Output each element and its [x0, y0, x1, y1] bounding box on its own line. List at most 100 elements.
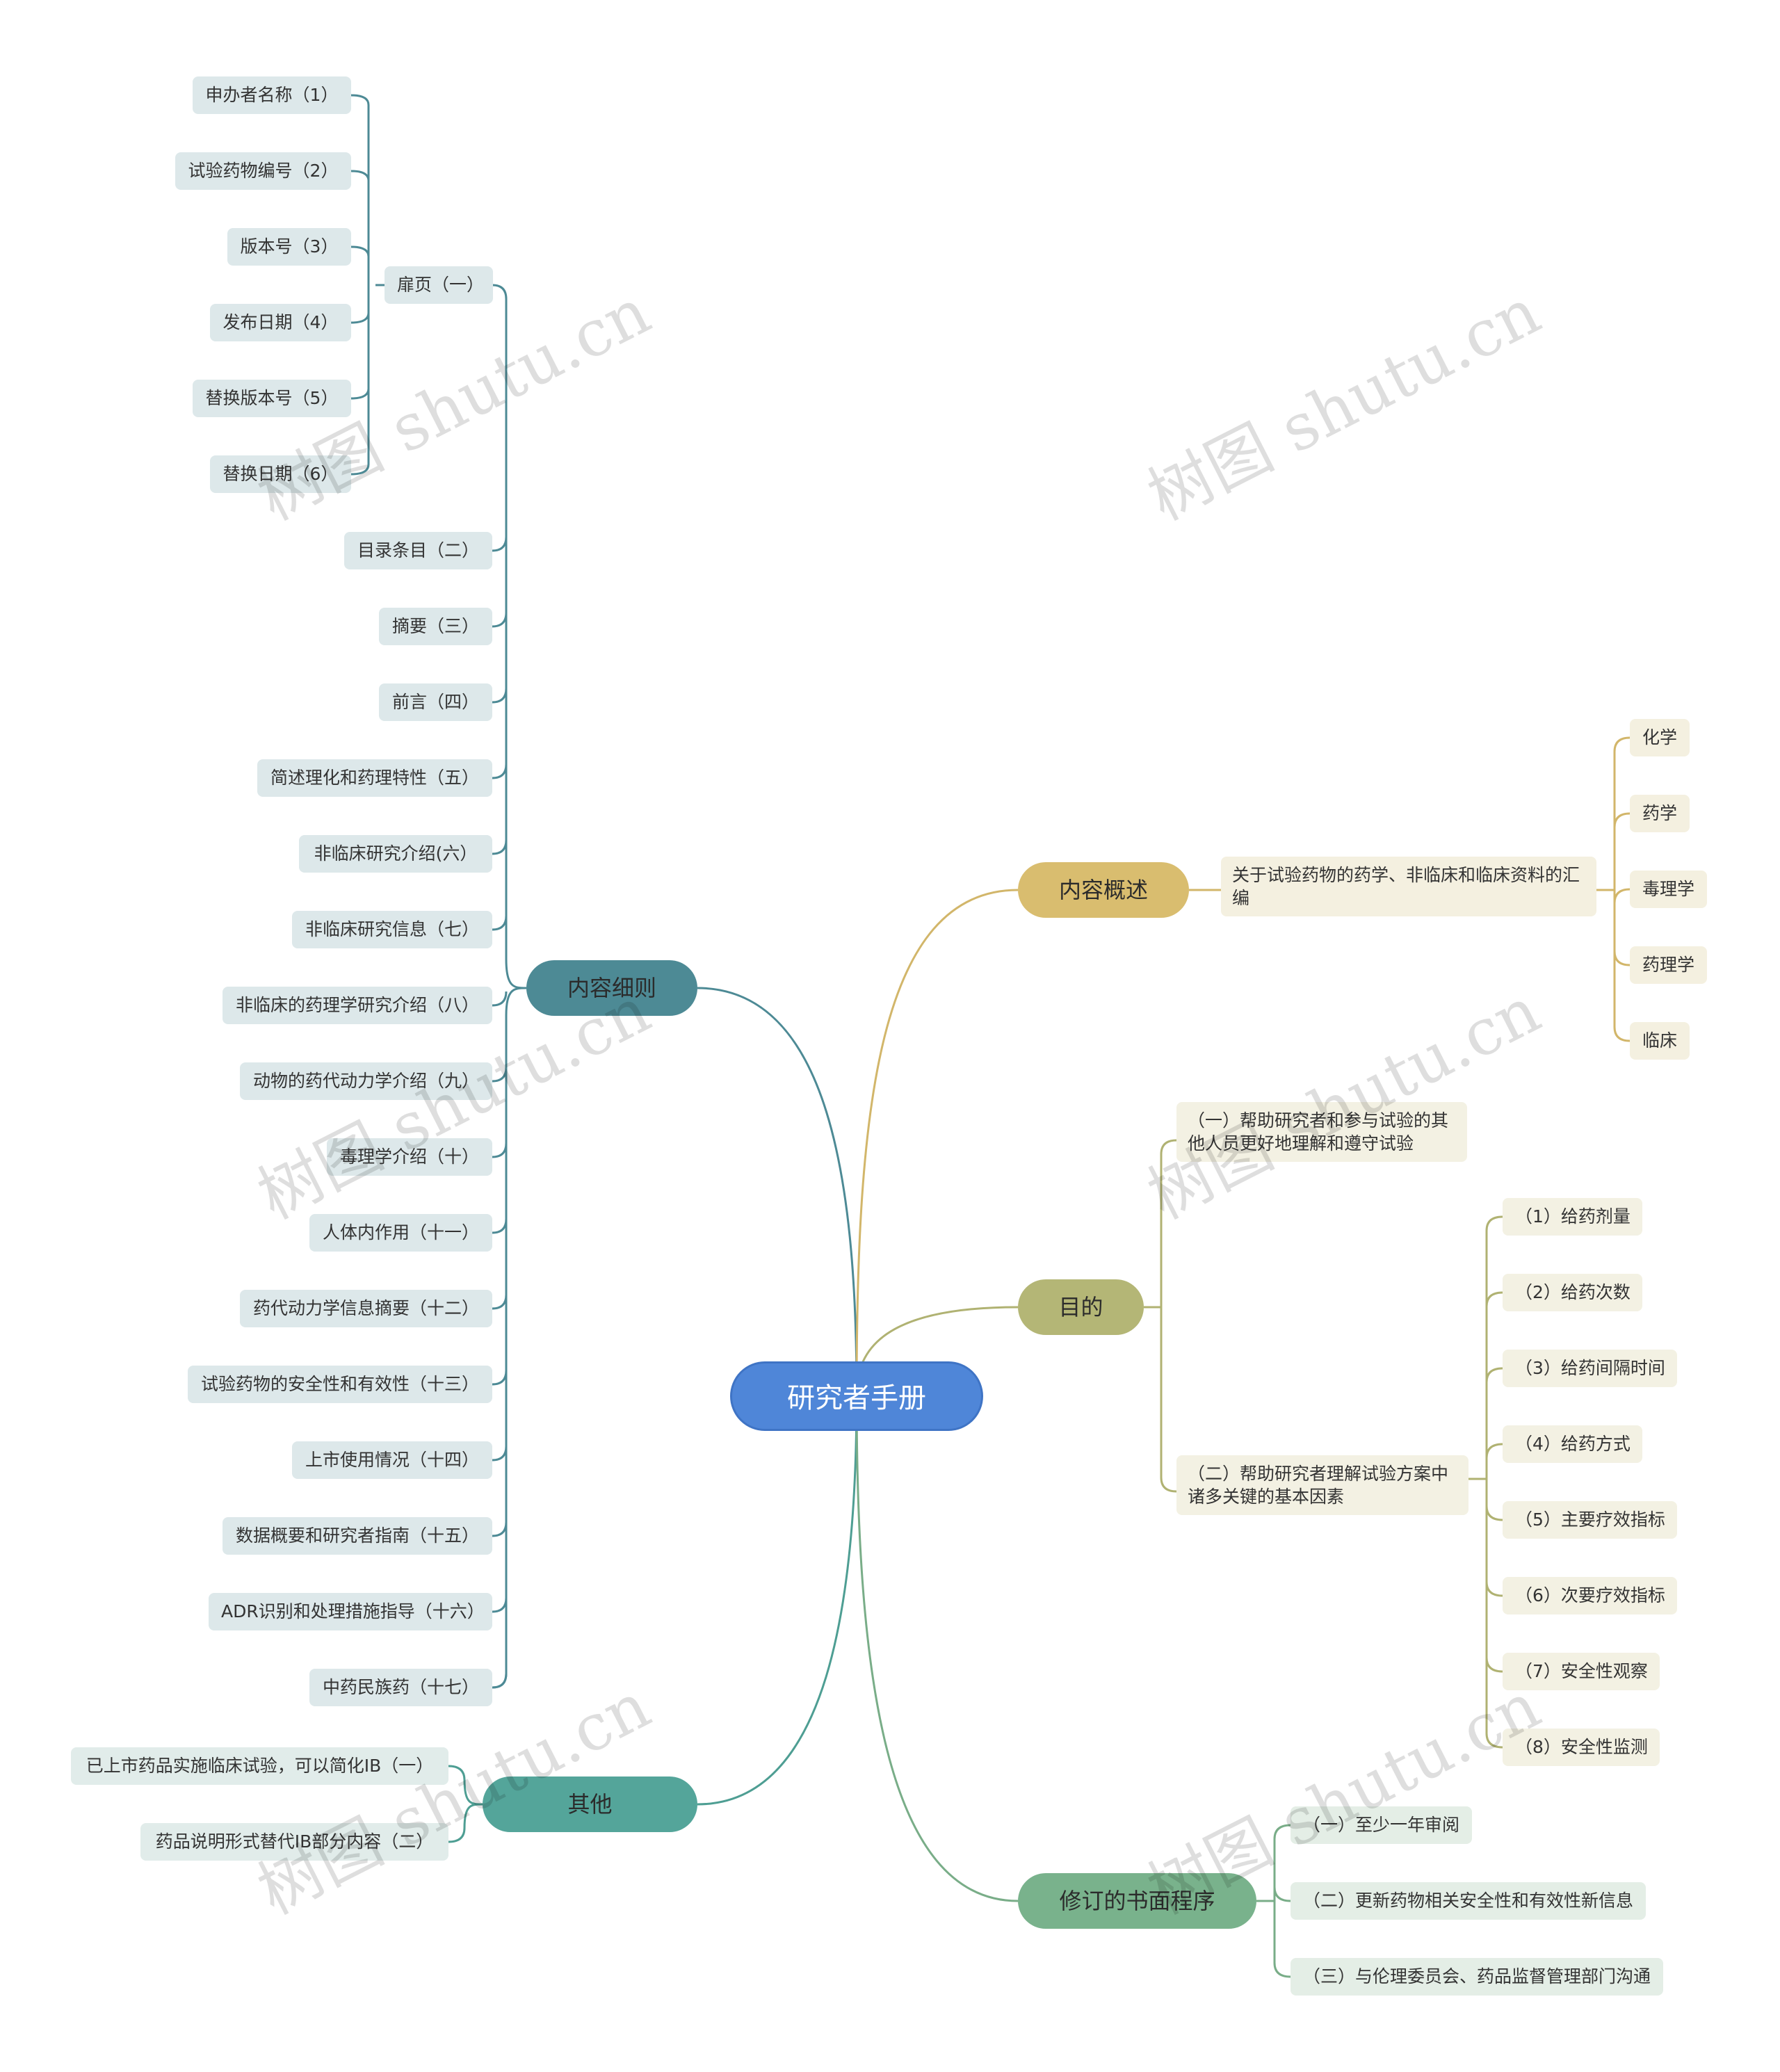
detail-tick — [492, 839, 508, 855]
purpose-factor-item[interactable]: （7）安全性观察 — [1503, 1653, 1660, 1690]
branch-other[interactable]: 其他 — [483, 1776, 697, 1832]
detail-tick — [492, 536, 508, 552]
revision-tick — [1273, 1962, 1291, 1978]
detail-item[interactable]: 毒理学介绍（十） — [327, 1138, 492, 1176]
cover-bus — [367, 105, 385, 464]
purpose-factor-item[interactable]: （8）安全性监测 — [1503, 1729, 1660, 1766]
purpose-second[interactable]: （二）帮助研究者理解试验方案中诸多关键的基本因素 — [1176, 1455, 1468, 1515]
detail-item[interactable]: 非临床的药理学研究介绍（八） — [222, 987, 492, 1024]
cover-tick — [350, 464, 370, 476]
purpose-factor-tick — [1485, 1367, 1503, 1383]
overview-tick — [1613, 950, 1631, 966]
overview-tick — [1613, 1026, 1631, 1042]
detail-tick — [492, 1521, 508, 1537]
detail-tick — [492, 688, 508, 704]
revision-item[interactable]: （三）与伦理委员会、药品监督管理部门沟通 — [1290, 1958, 1663, 1996]
detail-tick — [492, 1218, 508, 1234]
overview-tick — [1613, 812, 1631, 828]
topic-cover-page[interactable]: 扉页（一） — [385, 266, 493, 304]
purpose-factor-tick — [1485, 1657, 1503, 1673]
link-root-details — [697, 987, 858, 1395]
detail-tick — [492, 1294, 508, 1310]
detail-item[interactable]: 上市使用情况（十四） — [292, 1441, 492, 1479]
purpose-factor-item[interactable]: （5）主要疗效指标 — [1503, 1501, 1677, 1539]
cover-child-item[interactable]: 替换版本号（5） — [193, 380, 351, 417]
branch-content-details[interactable]: 内容细则 — [526, 960, 697, 1016]
detail-item[interactable]: 中药民族药（十七） — [309, 1669, 492, 1706]
branch-revision-procedure[interactable]: 修订的书面程序 — [1018, 1873, 1256, 1929]
other-item[interactable]: 药品说明形式替代IB部分内容（二） — [140, 1823, 448, 1861]
overview-summary[interactable]: 关于试验药物的药学、非临床和临床资料的汇编 — [1221, 857, 1596, 916]
revision-tick — [1273, 1886, 1291, 1902]
purpose-first-link — [1160, 1139, 1177, 1155]
overview-tick — [1613, 736, 1631, 752]
detail-item[interactable]: 人体内作用（十一） — [309, 1214, 492, 1252]
detail-bus-top — [492, 284, 527, 989]
detail-item[interactable]: 非临床研究信息（七） — [292, 911, 492, 948]
detail-item[interactable]: 数据概要和研究者指南（十五） — [222, 1517, 492, 1555]
detail-tick — [492, 991, 508, 1007]
overview-subject-item[interactable]: 药学 — [1630, 795, 1690, 832]
purpose-factor-tick — [1485, 1505, 1503, 1521]
cover-child-item[interactable]: 试验药物编号（2） — [175, 152, 351, 190]
purpose-factor-item[interactable]: （3）给药间隔时间 — [1503, 1350, 1677, 1387]
detail-item[interactable]: 药代动力学信息摘要（十二） — [240, 1290, 492, 1327]
purpose-factor-tick — [1485, 1215, 1503, 1231]
cover-tick — [350, 245, 370, 257]
purpose-factor-item[interactable]: （4）给药方式 — [1503, 1425, 1642, 1463]
cover-child-item[interactable]: 替换日期（6） — [210, 455, 351, 493]
detail-item[interactable]: 摘要（三） — [379, 608, 492, 645]
detail-tick — [492, 1446, 508, 1462]
detail-item[interactable]: 试验药物的安全性和有效性（十三） — [188, 1366, 492, 1403]
branch-content-overview[interactable]: 内容概述 — [1018, 862, 1189, 918]
overview-subject-item[interactable]: 化学 — [1630, 719, 1690, 756]
cover-tick — [350, 94, 370, 106]
root-topic[interactable]: 研究者手册 — [730, 1361, 983, 1431]
purpose-factor-tick — [1485, 1443, 1503, 1459]
overview-subject-item[interactable]: 毒理学 — [1630, 871, 1707, 908]
overview-bus — [1596, 752, 1616, 1027]
other-link — [448, 1803, 483, 1843]
cover-child-item[interactable]: 申办者名称（1） — [193, 76, 351, 114]
purpose-factor-tick — [1485, 1733, 1503, 1749]
cover-tick — [350, 170, 370, 181]
link-root-overview — [855, 889, 1019, 1395]
detail-item[interactable]: 简述理化和药理特性（五） — [257, 759, 492, 797]
branch-purpose[interactable]: 目的 — [1018, 1279, 1144, 1335]
purpose-first[interactable]: （一）帮助研究者和参与试验的其他人员更好地理解和遵守试验 — [1176, 1102, 1467, 1162]
overview-subject-item[interactable]: 临床 — [1630, 1022, 1690, 1060]
revision-item[interactable]: （二）更新药物相关安全性和有效性新信息 — [1290, 1882, 1646, 1920]
detail-bus-bottom — [492, 987, 527, 1689]
detail-tick — [492, 1142, 508, 1158]
detail-tick — [492, 1370, 508, 1386]
detail-item[interactable]: 非临床研究介绍(六） — [299, 835, 492, 873]
detail-tick — [492, 1597, 508, 1613]
purpose-factor-item[interactable]: （1）给药剂量 — [1503, 1198, 1642, 1236]
revision-item[interactable]: （一）至少一年审阅 — [1290, 1806, 1472, 1844]
revision-bus — [1256, 1839, 1276, 1963]
purpose-factor-bus — [1468, 1231, 1488, 1733]
other-link — [448, 1765, 483, 1806]
detail-item[interactable]: 动物的药代动力学介绍（九） — [240, 1062, 492, 1100]
overview-subject-item[interactable]: 药理学 — [1630, 946, 1707, 984]
cover-child-item[interactable]: 版本号（3） — [227, 228, 351, 266]
detail-tick — [492, 1067, 508, 1083]
purpose-factor-item[interactable]: （6）次要疗效指标 — [1503, 1577, 1677, 1614]
purpose-factor-item[interactable]: （2）给药次数 — [1503, 1274, 1642, 1311]
detail-item[interactable]: ADR识别和处理措施指导（十六） — [209, 1593, 492, 1630]
link-root-other — [697, 1393, 858, 1806]
purpose-second-link — [1160, 1477, 1177, 1493]
cover-tick — [350, 388, 370, 400]
detail-item[interactable]: 前言（四） — [379, 683, 492, 721]
detail-tick — [492, 763, 508, 779]
purpose-factor-tick — [1485, 1291, 1503, 1307]
purpose-factor-tick — [1485, 1581, 1503, 1597]
detail-tick — [492, 915, 508, 931]
overview-tick — [1613, 888, 1631, 904]
other-item[interactable]: 已上市药品实施临床试验，可以简化IB（一） — [71, 1747, 448, 1785]
revision-tick — [1273, 1824, 1291, 1840]
cover-child-item[interactable]: 发布日期（4） — [210, 304, 351, 341]
detail-item[interactable]: 目录条目（二） — [344, 532, 492, 569]
